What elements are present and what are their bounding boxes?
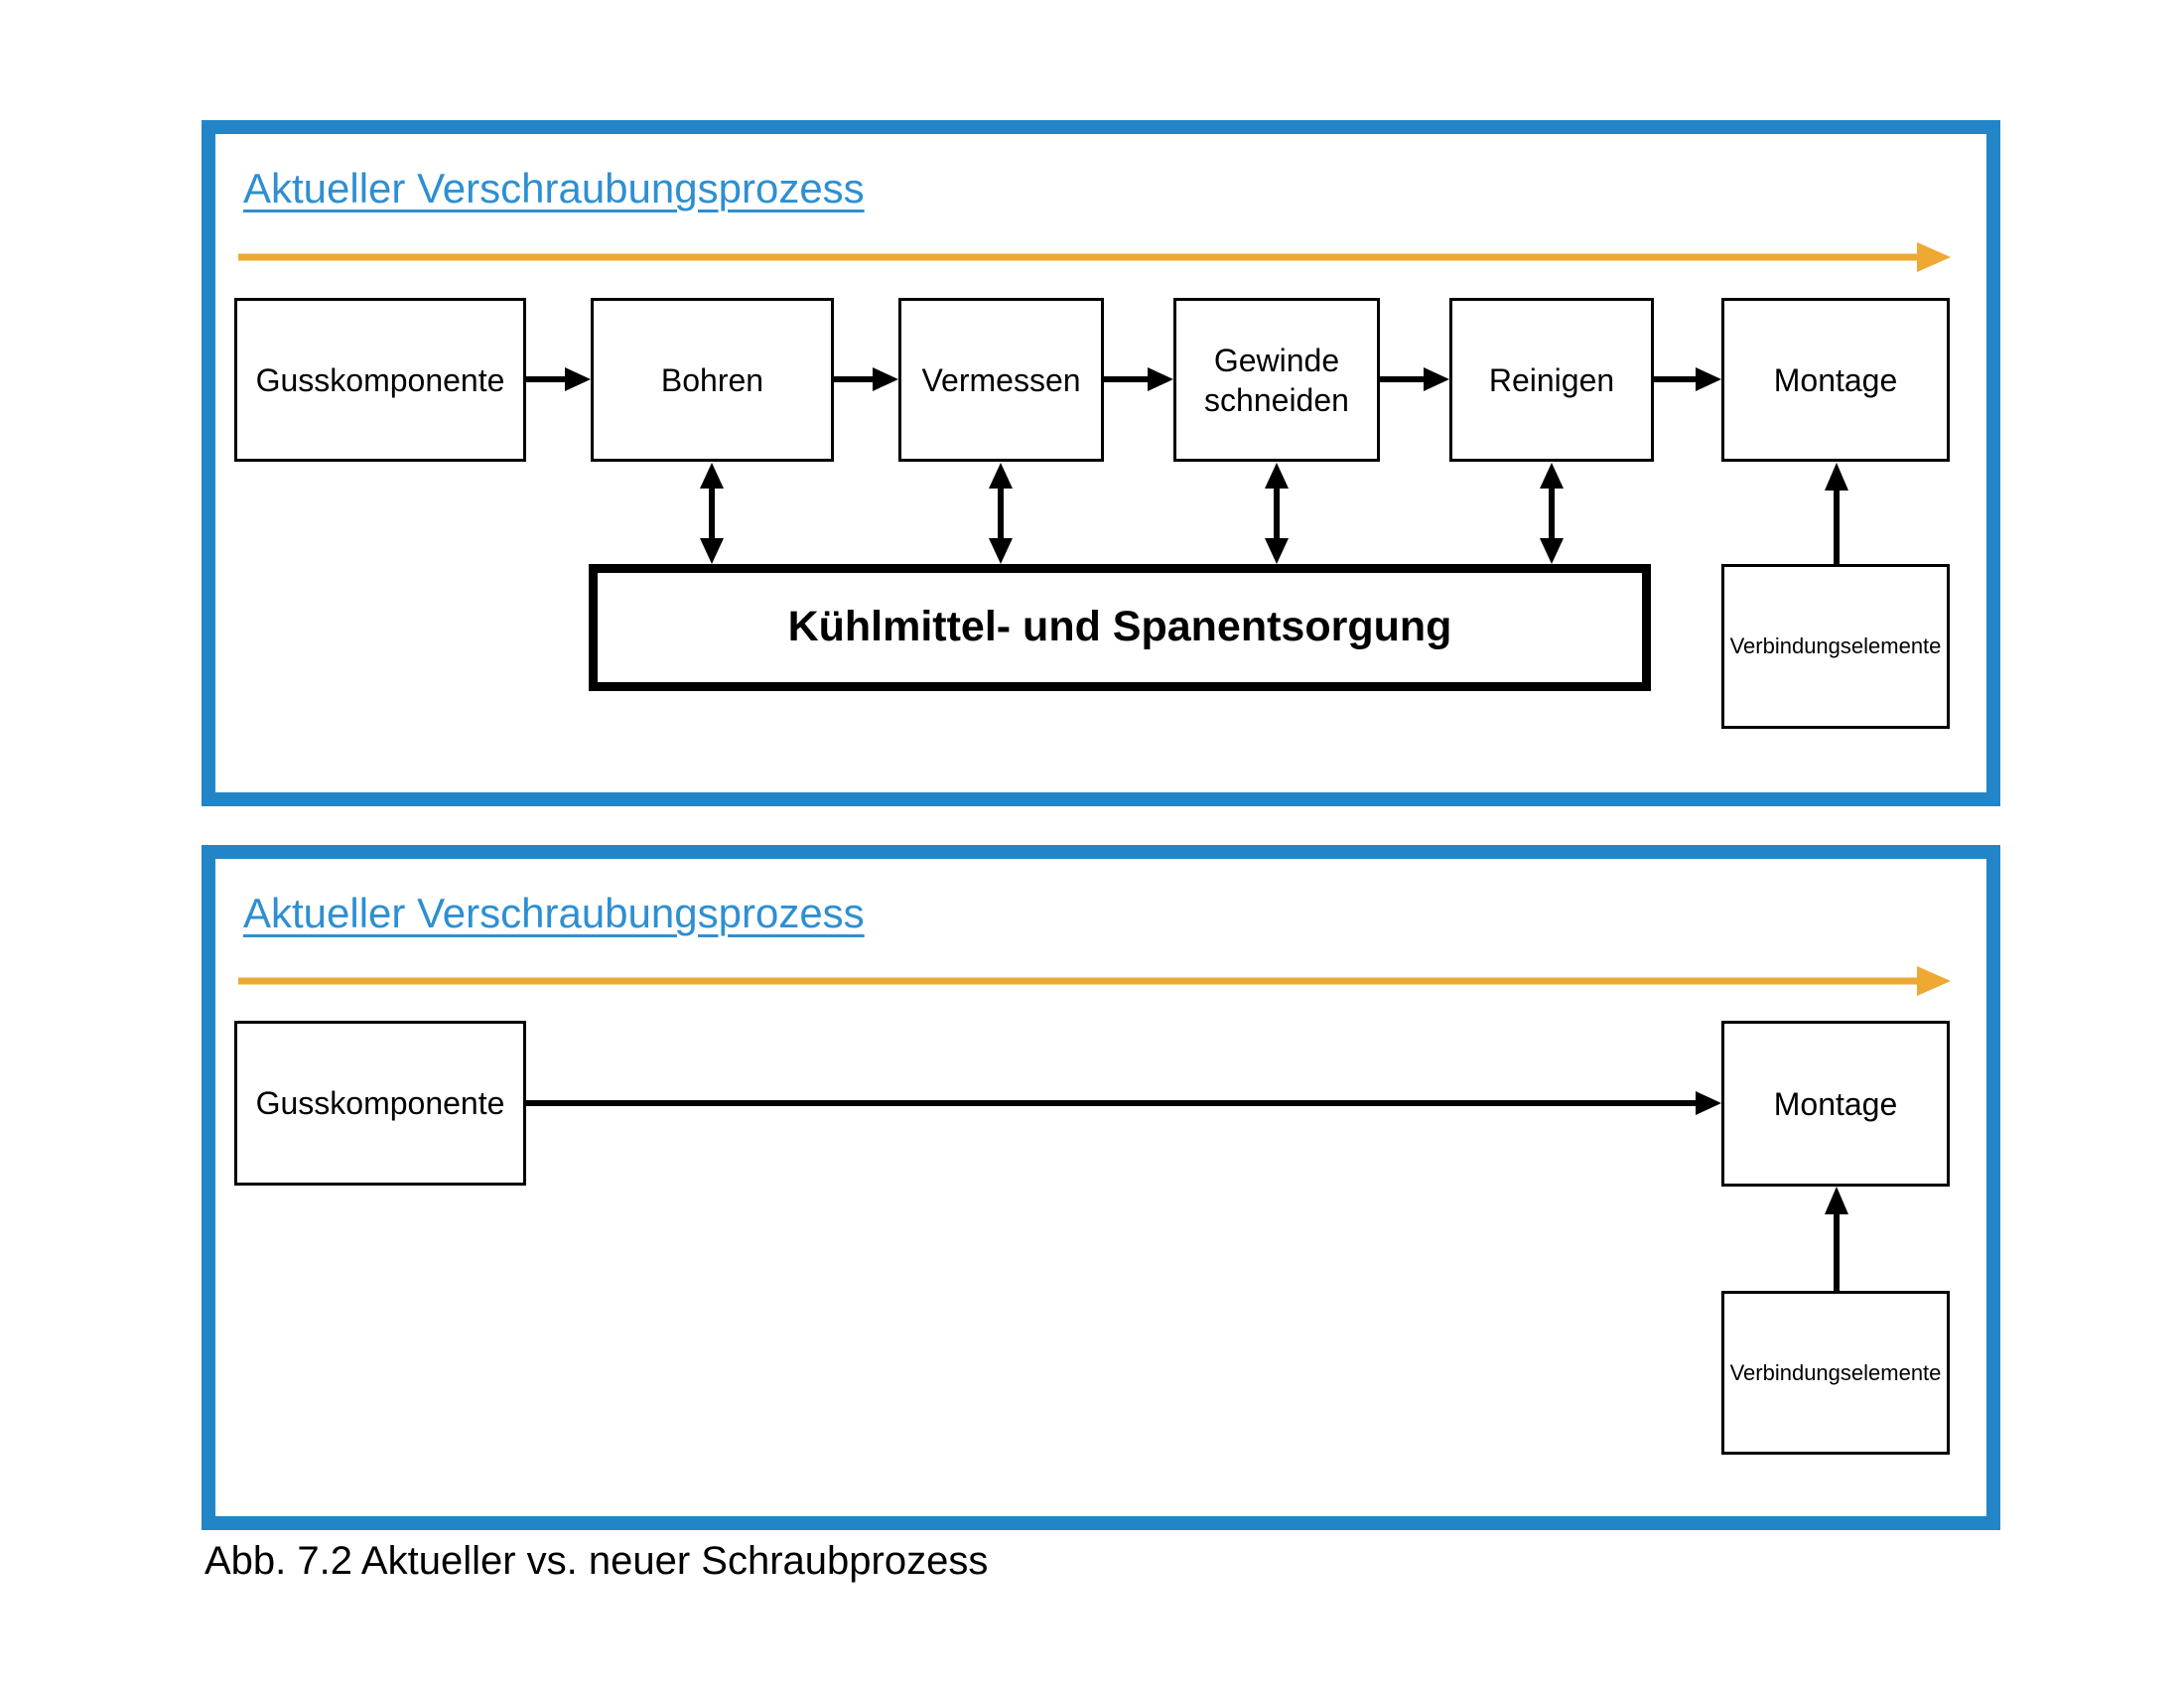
arrow-head: [1148, 367, 1173, 391]
timeline-arrow: [238, 966, 1951, 996]
process-box-label: Bohren: [660, 361, 764, 398]
fasteners-box: Verbindungselemente: [1721, 1291, 1950, 1455]
arrow-head: [700, 538, 724, 564]
process-box-label: Montage: [1773, 1085, 1898, 1122]
fasteners-box-label: Verbindungselemente: [1729, 633, 1942, 659]
fasteners-box-label: Verbindungselemente: [1729, 1359, 1942, 1385]
arrow-head: [1696, 367, 1721, 391]
timeline-arrow: [238, 242, 1951, 272]
process-box-label: Gusskomponente: [255, 1085, 505, 1121]
arrow-vermessen-to-gewinde: [1104, 367, 1173, 391]
arrow-head: [1424, 367, 1449, 391]
arrow-head: [1265, 538, 1289, 564]
double-arrow-gewinde-kuehlmittel: [1265, 463, 1289, 564]
arrow-head: [1265, 463, 1289, 489]
arrow-head: [989, 538, 1013, 564]
process-box-gusskomponente: Gusskomponente: [234, 1021, 526, 1186]
panel-title: Aktueller Verschraubungsprozess: [243, 165, 865, 211]
new-process-panel: Aktueller Verschraubungsprozess Gusskomp…: [202, 845, 2000, 1530]
process-box-bohren: Bohren: [591, 298, 834, 462]
arrow-gusskomponente-to-bohren: [526, 367, 591, 391]
process-box-montage: Montage: [1721, 1021, 1950, 1187]
process-box-label: Gewinde schneiden: [1204, 342, 1349, 418]
arrow-bohren-to-vermessen: [834, 367, 898, 391]
arrow-head: [989, 463, 1013, 489]
process-box-label: Gusskomponente: [255, 361, 505, 398]
process-box-label: Reinigen: [1488, 361, 1615, 398]
process-box-montage: Montage: [1721, 298, 1950, 462]
connector-overlay: [238, 242, 1951, 564]
connector-overlay: [238, 966, 1951, 1291]
arrow-head: [1540, 463, 1564, 489]
arrow-head: [1825, 463, 1848, 491]
arrow-head: [1540, 538, 1564, 564]
arrow-head: [1696, 1091, 1721, 1115]
arrow-gusskomponente-to-montage: [526, 1091, 1721, 1115]
arrow-reinigen-to-montage: [1654, 367, 1721, 391]
process-box-label: Vermessen: [921, 361, 1081, 398]
arrow-head: [873, 367, 898, 391]
double-arrow-reinigen-kuehlmittel: [1540, 463, 1564, 564]
panel-title: Aktueller Verschraubungsprozess: [243, 890, 865, 936]
arrow-head: [1917, 966, 1951, 996]
process-box-label: Montage: [1773, 361, 1898, 398]
double-arrow-vermessen-kuehlmittel: [989, 463, 1013, 564]
arrow-verbindungselemente-to-montage: [1825, 463, 1848, 564]
figure-caption: Abb. 7.2 Aktueller vs. neuer Schraubproz…: [205, 1539, 989, 1583]
process-box-gusskomponente: Gusskomponente: [234, 298, 526, 462]
double-arrow-bohren-kuehlmittel: [700, 463, 724, 564]
process-box-reinigen: Reinigen: [1449, 298, 1654, 462]
coolant-box-label: Kühlmittel- und Spanentsorgung: [787, 603, 1452, 651]
arrow-head: [565, 367, 591, 391]
arrow-head: [1825, 1187, 1848, 1214]
arrow-head: [1917, 242, 1951, 272]
arrow-gewinde-to-reinigen: [1380, 367, 1449, 391]
process-box-vermessen: Vermessen: [898, 298, 1104, 462]
process-box-gewinde-schneiden: Gewinde schneiden: [1173, 298, 1380, 462]
current-process-panel: Aktueller Verschraubungsprozess: [202, 120, 2000, 806]
coolant-chip-disposal-box: Kühlmittel- und Spanentsorgung: [589, 564, 1651, 691]
arrow-verbindungselemente-to-montage: [1825, 1187, 1848, 1291]
fasteners-box: Verbindungselemente: [1721, 564, 1950, 729]
arrow-head: [700, 463, 724, 489]
